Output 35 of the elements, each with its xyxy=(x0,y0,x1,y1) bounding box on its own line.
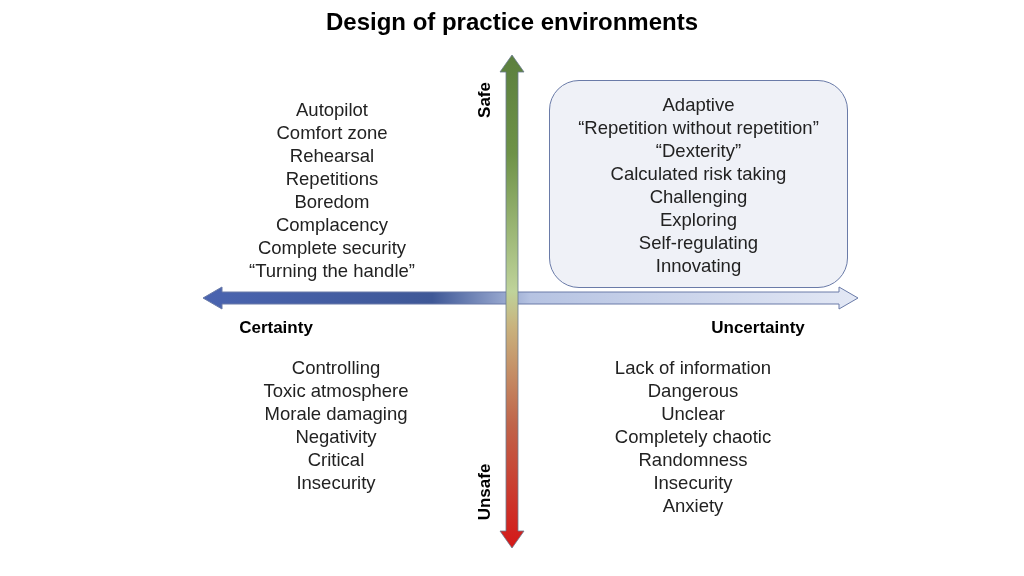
axis-label: Uncertainty xyxy=(711,318,805,336)
title: Design of practice environments xyxy=(325,8,699,36)
quadrant-item: Challenging xyxy=(649,187,748,207)
quadrant-item: Randomness xyxy=(638,450,748,470)
quadrant-item: “Dexterity” xyxy=(655,141,742,161)
quadrant-item: Insecurity xyxy=(296,473,376,493)
axis-label: Safe xyxy=(475,82,493,118)
quadrant-item: Self-regulating xyxy=(638,233,759,253)
rounded-text-box xyxy=(549,80,848,288)
axis-label: Certainty xyxy=(239,318,313,336)
quadrant-item: “Turning the handle” xyxy=(249,261,415,281)
quadrant-item: Anxiety xyxy=(662,496,724,516)
quadrant-item: Morale damaging xyxy=(264,404,408,424)
quadrant-item: Critical xyxy=(307,450,365,470)
quadrant-item: Lack of information xyxy=(614,358,772,378)
quadrant-item: Complacency xyxy=(275,215,389,235)
quadrant-item: Completely chaotic xyxy=(614,427,772,447)
quadrant-item: Autopilot xyxy=(296,100,368,120)
quadrant-item: Calculated risk taking xyxy=(610,164,787,184)
quadrant-item: Boredom xyxy=(294,192,370,212)
quadrant-item: Toxic atmosphere xyxy=(263,381,409,401)
quadrant-item: Complete security xyxy=(257,238,407,258)
axis-label: Unsafe xyxy=(475,463,493,521)
quadrant-item: Negativity xyxy=(295,427,377,447)
quadrant-item: Dangerous xyxy=(647,381,739,401)
quadrant-item: Exploring xyxy=(659,210,738,230)
quadrant-item: Insecurity xyxy=(653,473,733,493)
quadrant-item: “Repetition without repetition” xyxy=(578,118,819,138)
quadrant-item: Unclear xyxy=(661,404,725,424)
quadrant-item: Comfort zone xyxy=(276,123,388,143)
quadrant-item: Controlling xyxy=(291,358,381,378)
quadrant-item: Repetitions xyxy=(285,169,379,189)
quadrant-item: Rehearsal xyxy=(289,146,375,166)
quadrant-item: Innovating xyxy=(655,256,742,276)
quadrant-item: Adaptive xyxy=(662,95,735,115)
